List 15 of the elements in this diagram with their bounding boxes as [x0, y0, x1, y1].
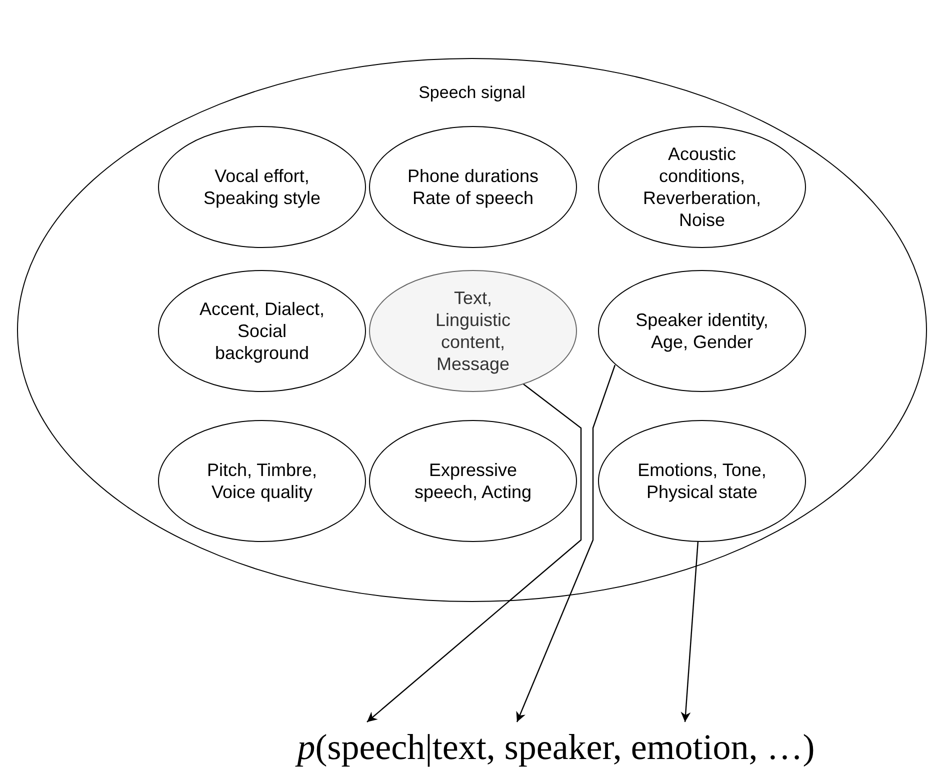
arrow	[680, 540, 699, 722]
ellipse-label: Phone durations Rate of speech	[406, 165, 540, 209]
ellipse-label: Expressive speech, Acting	[413, 459, 533, 503]
formula-text: p(speech|text, speaker, emotion, …)	[297, 726, 815, 768]
ellipse-label: Vocal effort, Speaking style	[202, 165, 322, 209]
arrow	[516, 364, 616, 722]
outer-ellipse	[17, 58, 927, 602]
ellipse-label: Accent, Dialect, Social background	[198, 298, 326, 364]
ellipse-label: Speaker identity, Age, Gender	[634, 309, 770, 353]
arrow	[366, 382, 582, 722]
diagram-heading: Speech signal	[418, 83, 526, 103]
ellipse-label: Emotions, Tone, Physical state	[636, 459, 768, 503]
ellipse-label: Acoustic conditions, Reverberation, Noise	[642, 143, 762, 231]
ellipse-label: Pitch, Timbre, Voice quality	[206, 459, 318, 503]
ellipse-label: Text, Linguistic content, Message	[434, 287, 512, 375]
